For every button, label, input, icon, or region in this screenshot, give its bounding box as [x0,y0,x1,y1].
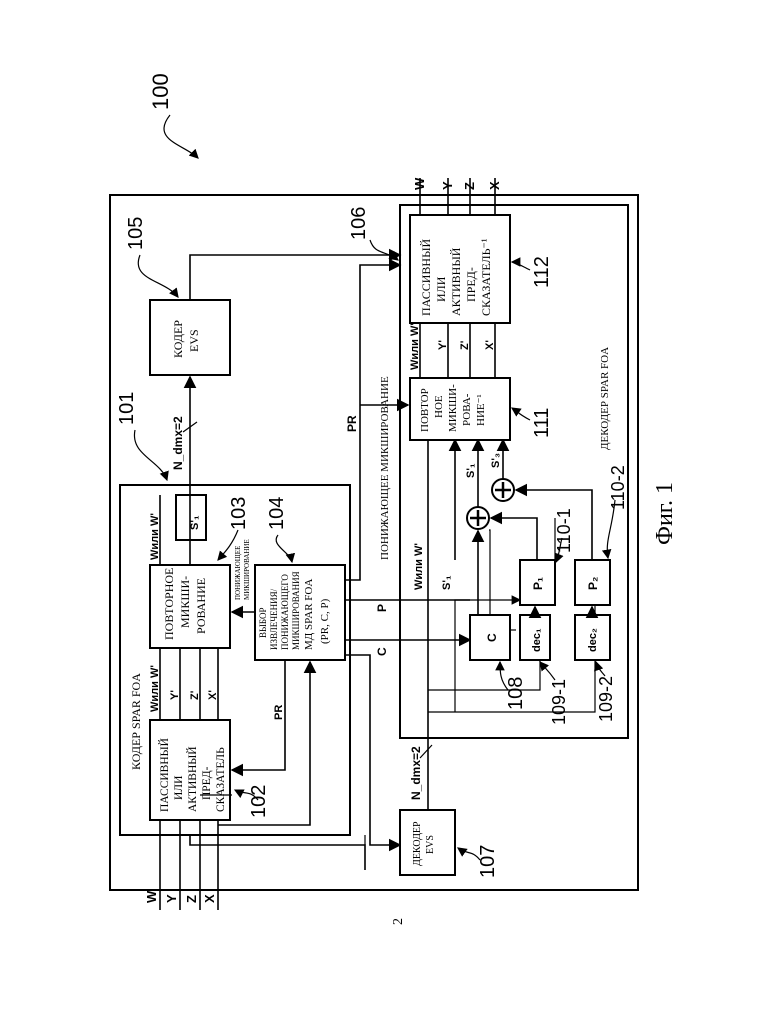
svg-text:ИЛИ: ИЛИ [173,776,185,800]
output-z-label: Z [462,182,477,190]
svg-text:ДЕКОДЕР: ДЕКОДЕР [412,821,423,866]
ref-109-2: 109-2 [596,676,616,722]
svg-text:СКАЗАТЕЛЬ: СКАЗАТЕЛЬ [215,747,227,812]
bitstream-pr-label: PR [345,415,359,432]
decoder-dec2-text: dec₂ [587,628,599,652]
ref-104: 104 [266,497,288,530]
svg-text:СКАЗАТЕЛЬ⁻¹: СКАЗАТЕЛЬ⁻¹ [479,238,493,316]
input-z-label: Z [184,895,199,903]
encoder-downmix-small: ПОНИЖАЮЩЕЕ МИКШИРОВАНИЕ [234,539,251,600]
ref-108: 108 [505,677,527,710]
svg-text:ВЫБОР: ВЫБОР [258,608,268,638]
decoder-z-label: Z' [459,340,471,350]
encoder-internal-lines [160,648,218,720]
input-w-label: W [144,890,159,903]
svg-text:EVS: EVS [425,835,436,854]
decoder-p2-text: P₂ [586,577,600,590]
ref-103: 103 [228,497,250,530]
svg-text:ПОВТОРНОЕ: ПОВТОРНОЕ [162,568,176,640]
svg-text:ИЛИ: ИЛИ [434,276,448,302]
svg-text:МИКШИРОВАНИЯ: МИКШИРОВАНИЯ [291,571,301,650]
encoder-s-label: S'₁ [189,515,201,530]
svg-text:АКТИВНЫЙ: АКТИВНЫЙ [185,746,199,812]
input-y-label: Y [164,894,179,903]
decoder-s1-label: S'₁ [465,463,477,478]
decoder-dec1-text: dec₁ [531,628,543,652]
encoder-predictor-text: ПАССИВНЫЙ ИЛИ АКТИВНЫЙ ПРЕД- СКАЗАТЕЛЬ [157,738,227,812]
ref-102: 102 [248,785,270,818]
encoder-w-label: Wили W' [149,665,161,712]
svg-text:ПОНИЖАЮЩЕЕ: ПОНИЖАЮЩЕЕ [234,546,242,600]
output-x-label: X [487,181,502,190]
svg-text:МИКШИ-: МИКШИ- [447,384,459,432]
ref-111: 111 [531,408,553,438]
svg-text:EVS: EVS [187,329,201,352]
ref-100: 100 [148,73,173,110]
svg-text:ИЗВЛЕЧЕНИЯ/: ИЗВЛЕЧЕНИЯ/ [269,588,279,650]
svg-text:ПОНИЖАЮЩЕГО: ПОНИЖАЮЩЕГО [280,574,290,650]
ref-107: 107 [477,845,499,878]
encoder-title: КОДЕР SPAR FOA [129,673,143,770]
svg-text:КОДЕР: КОДЕР [171,320,185,358]
decoder-y-label: Y' [437,340,449,350]
n-dmx-top-label: N_dmx=2 [171,416,185,470]
svg-text:ПАССИВНЫЙ: ПАССИВНЫЙ [157,738,171,812]
svg-text:РОВА-: РОВА- [461,393,473,426]
svg-text:(PR, C, P): (PR, C, P) [319,598,331,644]
input-x-label: X [202,894,217,903]
svg-text:РОВАНИЕ: РОВАНИЕ [194,578,208,634]
svg-text:ПРЕД-: ПРЕД- [464,267,478,302]
ref-105: 105 [125,217,147,250]
decoder-s1b-label: S'₁ [441,575,453,590]
ref-110-1: 110-1 [554,508,574,553]
svg-text:ПОВТОР: ПОВТОР [419,388,431,432]
n-dmx-bottom-label: N_dmx=2 [409,746,423,800]
output-lines [420,178,495,215]
output-w-label: W [412,177,427,190]
svg-text:МИКШИ-: МИКШИ- [178,576,192,628]
decoder-c-text: C [485,633,499,642]
encoder-z-label: Z' [189,690,201,700]
encoder-w-out-label: Wили W' [149,513,161,560]
svg-text:ПАССИВНЫЙ: ПАССИВНЫЙ [419,238,433,316]
svg-text:НИЕ⁻¹: НИЕ⁻¹ [475,394,487,426]
bitstream-downmix-label: ПОНИЖАЮЩЕЕ МИКШИРОВАНИЕ [379,376,391,560]
ref-106: 106 [348,207,370,240]
ref-109-1: 109-1 [549,679,569,725]
svg-text:НОЕ: НОЕ [433,395,445,418]
svg-text:МИКШИРОВАНИЕ: МИКШИРОВАНИЕ [243,539,251,600]
decoder-s3-label: S'₃ [490,453,502,468]
ref-112: 112 [531,256,553,288]
ref-101: 101 [116,392,138,425]
svg-text:АКТИВНЫЙ: АКТИВНЫЙ [449,247,463,316]
encoder-pr-label: PR [273,705,285,720]
figure-caption: Фиг. 1 [652,482,678,545]
decoder-predictor-text: ПАССИВНЫЙ ИЛИ АКТИВНЫЙ ПРЕД- СКАЗАТЕЛЬ⁻¹ [419,238,493,316]
encoder-y-label: Y' [169,690,181,700]
decoder-title: ДЕКОДЕР SPAR FOA [599,347,611,450]
decoder-p1-text: P₁ [531,577,545,590]
ref-110-2: 110-2 [608,465,628,510]
decoder-w-mid-label: Wили W' [409,323,421,370]
svg-text:МД SPAR FOA: МД SPAR FOA [303,579,315,650]
output-y-label: Y [440,181,455,190]
bitstream-c-label: C [375,647,389,656]
decoder-x-label: X' [484,340,496,350]
bitstream-p-label: P [375,604,389,612]
encoder-x-label: X' [207,690,219,700]
page-number: 2 [391,918,406,925]
decoder-w-label: Wили W' [413,543,425,590]
